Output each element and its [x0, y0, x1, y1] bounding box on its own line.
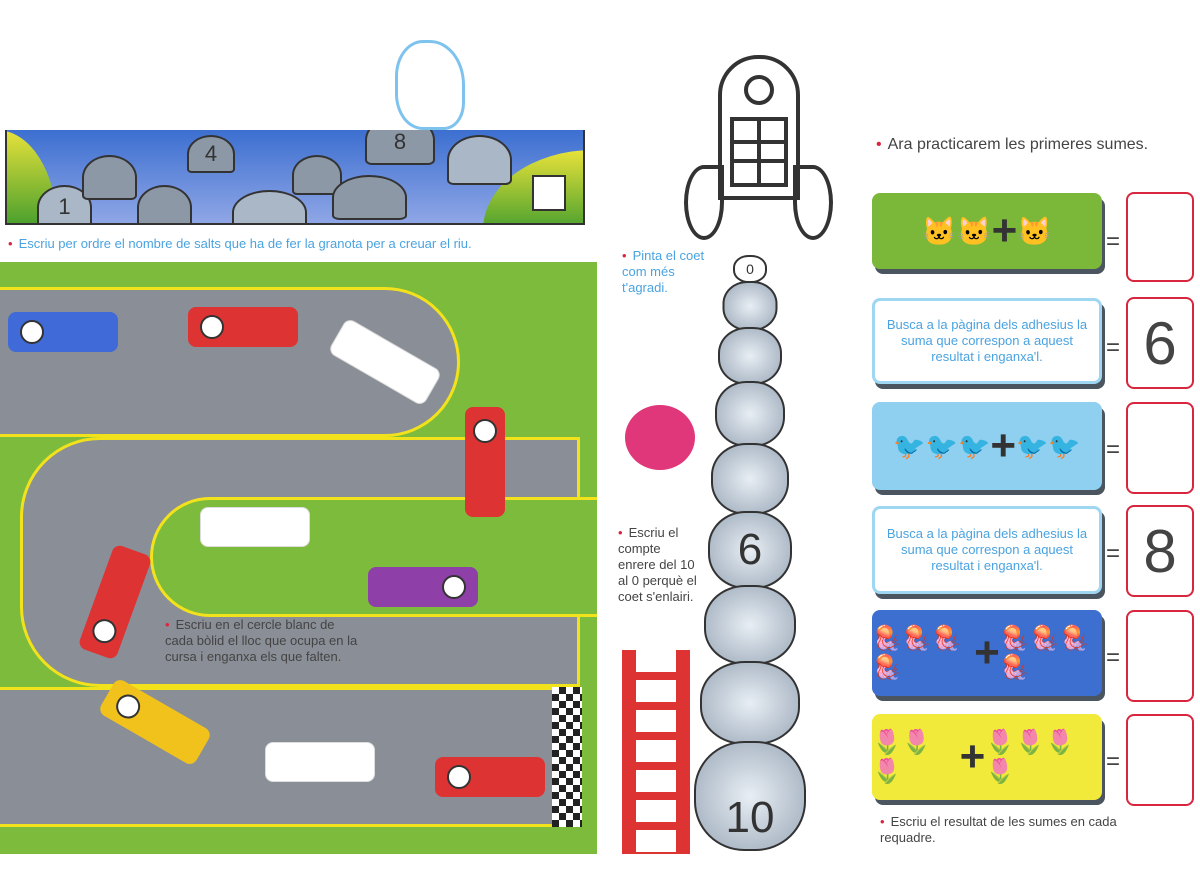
- cloud[interactable]: [722, 281, 778, 331]
- launch-tower: [622, 650, 690, 854]
- rocket-fin-left: [684, 165, 724, 240]
- cloud-6[interactable]: 6: [708, 511, 792, 589]
- sums-footer-instruction: •Escriu el resultat de les sumes en cada…: [880, 814, 1117, 845]
- answer-box-4: 8: [1126, 505, 1194, 597]
- smoke-column: 0 6 10: [690, 255, 810, 854]
- position-circle[interactable]: [442, 575, 466, 599]
- answer-box-2: 6: [1126, 297, 1194, 389]
- equals-sign: =: [1106, 748, 1121, 775]
- paint-instruction: •Pinta el coet com més t'agradi.: [622, 248, 705, 295]
- equals-sign: =: [1106, 436, 1121, 463]
- rocket-body: [718, 55, 800, 200]
- position-circle[interactable]: [447, 765, 471, 789]
- race-car: [368, 567, 478, 607]
- cloud[interactable]: [704, 585, 796, 665]
- cloud[interactable]: [700, 661, 800, 745]
- position-circle[interactable]: [20, 320, 44, 344]
- rocket-porthole: [744, 75, 774, 105]
- rock: [82, 155, 137, 200]
- countdown-instruction: •Escriu el compte enrere del 10 al 0 per…: [618, 525, 697, 604]
- sums-title: •Ara practicarem les primeres sumes.: [876, 136, 1149, 153]
- position-circle[interactable]: [200, 315, 224, 339]
- river-instruction: •Escriu per ordre el nombre de salts que…: [8, 236, 472, 251]
- answer-box-6[interactable]: [1126, 714, 1194, 806]
- rock-4: 4: [187, 135, 235, 173]
- missing-car-sticker-slot[interactable]: [200, 507, 310, 547]
- sticker-instruction-8[interactable]: Busca a la pàgina dels adhesius la suma …: [872, 506, 1102, 594]
- race-car: [435, 757, 545, 797]
- race-track-illustration: •Escriu en el cercle blanc de cada bòlid…: [0, 262, 597, 854]
- rock: [332, 175, 407, 220]
- equals-sign: =: [1106, 334, 1121, 361]
- cloud[interactable]: [718, 327, 782, 385]
- rock-number: 1: [58, 194, 71, 219]
- race-car: [8, 312, 118, 352]
- position-circle[interactable]: [473, 419, 497, 443]
- rocket-window: [730, 117, 788, 187]
- race-car: [465, 407, 505, 517]
- finish-line: [552, 687, 582, 827]
- frog-outline: [395, 40, 465, 130]
- answer-box[interactable]: [532, 175, 566, 211]
- cloud-10[interactable]: 10: [694, 741, 806, 851]
- cloud[interactable]: [711, 443, 789, 515]
- cloud[interactable]: [715, 381, 785, 447]
- answer-box-5[interactable]: [1126, 610, 1194, 702]
- equals-sign: =: [1106, 540, 1121, 567]
- rocket-fin-right: [793, 165, 833, 240]
- sum-jellyfish: 🪼🪼🪼🪼+🪼🪼🪼🪼: [872, 610, 1102, 696]
- rock-8: 8: [365, 130, 435, 165]
- sticker-instruction-6[interactable]: Busca a la pàgina dels adhesius la suma …: [872, 298, 1102, 384]
- answer-box-3[interactable]: [1126, 402, 1194, 494]
- rock: [447, 135, 512, 185]
- rock: [232, 190, 307, 223]
- bird-illustration: [625, 405, 695, 470]
- missing-car-sticker-slot[interactable]: [265, 742, 375, 782]
- river-illustration: 1 4 8: [5, 130, 585, 225]
- race-car: [188, 307, 298, 347]
- answer-box-1[interactable]: [1126, 192, 1194, 282]
- rock-number: 4: [204, 141, 218, 166]
- position-circle[interactable]: [89, 615, 120, 647]
- rock-number: 8: [393, 130, 407, 154]
- sum-birds: 🐦🐦🐦+🐦🐦: [872, 402, 1102, 490]
- rock: [137, 185, 192, 223]
- sum-cats: 🐱🐱+🐱: [872, 193, 1102, 269]
- equals-sign: =: [1106, 644, 1121, 671]
- rock-1: 1: [37, 185, 92, 223]
- cloud-0[interactable]: 0: [733, 255, 767, 283]
- equals-sign: =: [1106, 228, 1121, 255]
- sum-flowers: 🌷🌷🌷+🌷🌷🌷🌷: [872, 714, 1102, 800]
- position-circle[interactable]: [111, 690, 145, 723]
- race-instruction: •Escriu en el cercle blanc de cada bòlid…: [165, 617, 358, 664]
